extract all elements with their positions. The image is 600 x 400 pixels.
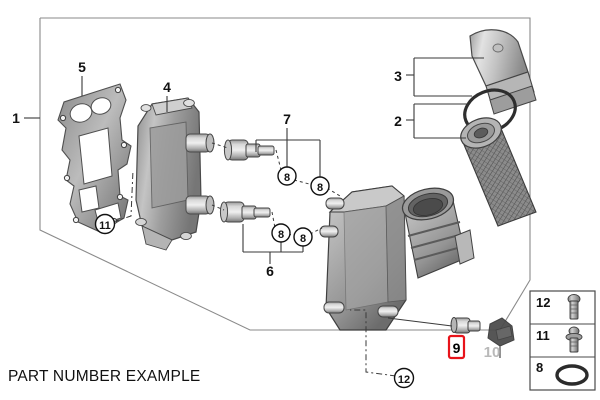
circle-8-a-label: 8 <box>284 172 290 184</box>
part-9-highlight-box[interactable] <box>447 334 466 360</box>
boss-lower-left <box>323 301 345 314</box>
gasket-window-center <box>78 127 113 185</box>
circle-8-d-label: 8 <box>300 233 306 245</box>
leader-lines <box>24 57 484 264</box>
pointer-8d2 <box>309 227 323 235</box>
fitting-upper-mouth <box>223 139 233 161</box>
sensor-barrel <box>467 320 481 332</box>
callout-2-label: 2 <box>394 113 402 129</box>
part-oil-cooler-gasket <box>57 83 132 233</box>
oil-cooler-port-upper <box>185 133 215 153</box>
housing-filter-bore <box>401 187 475 279</box>
gasket-window-lower <box>78 185 100 213</box>
callout-6-label: 6 <box>266 263 274 279</box>
callout-5-label: 5 <box>78 59 86 75</box>
pointer-cooler-upper <box>211 142 229 149</box>
circle-8-a: 8 <box>277 166 297 186</box>
part-oil-pressure-sensor <box>450 317 481 334</box>
circle-8-b-label: 8 <box>317 182 323 194</box>
sensor-thread-end <box>450 317 458 333</box>
oil-cooler-port-lower <box>185 195 215 215</box>
circle-12: 12 <box>393 367 415 389</box>
oil-cooler-mount-lug-tl <box>140 104 152 112</box>
part-coolant-fitting-lower <box>219 201 271 223</box>
part-9-label: 9 <box>453 340 461 356</box>
legend-row-11[interactable]: 11 <box>536 326 583 353</box>
oil-cooler-mount-lug-br <box>180 231 192 241</box>
page-title: PART NUMBER EXAMPLE <box>8 368 201 385</box>
part-oil-cooler <box>135 97 215 251</box>
pointer-8c <box>271 211 276 229</box>
fitting-lower-stem <box>253 207 271 218</box>
hex-bolt-icon <box>567 294 581 320</box>
legend-frame <box>529 290 596 391</box>
part-oil-filter-housing <box>319 185 475 331</box>
circle-8-c-label: 8 <box>278 229 284 241</box>
legend-row-12[interactable]: 12 <box>536 294 581 320</box>
highlighted-part-9[interactable]: 9 <box>447 334 466 360</box>
boss-lower-right <box>377 305 399 318</box>
boss-upper-left <box>325 197 345 210</box>
circle-8-d: 8 <box>293 227 313 247</box>
o-ring-icon <box>555 364 589 386</box>
callout-4-label: 4 <box>163 79 171 95</box>
connector-face <box>495 325 513 341</box>
legend-row-11-label: 11 <box>536 328 550 343</box>
pointer-cooler-lower <box>211 204 225 211</box>
fitting-lower-mouth <box>219 201 229 223</box>
legend-box: 12 11 8 <box>529 290 596 391</box>
pointer-12 <box>350 309 397 377</box>
part-coolant-fitting-upper <box>223 139 275 161</box>
filter-center-hole <box>473 127 489 139</box>
circle-8-b: 8 <box>310 176 330 196</box>
oil-cooler-bottom-flange <box>141 225 173 251</box>
circle-12-label: 12 <box>398 374 410 386</box>
flange-bolt-icon <box>565 326 583 353</box>
callout-3-label: 3 <box>394 68 402 84</box>
circle-11: 11 <box>94 213 116 235</box>
callout-7-label: 7 <box>283 111 291 127</box>
boss-mid-left <box>319 225 339 238</box>
callout-1-label: 1 <box>12 110 20 126</box>
circle-8-c: 8 <box>271 223 291 243</box>
circle-11-label: 11 <box>99 220 111 232</box>
legend-row-12-label: 12 <box>536 295 550 310</box>
housing-mount-bosses <box>319 197 399 318</box>
housing-right-panel <box>385 195 407 303</box>
oil-filter-element <box>460 117 537 227</box>
oil-cooler-mount-lug-tr <box>183 98 195 108</box>
part-sensor-connector <box>487 317 515 358</box>
pointer-8b2 <box>326 187 341 197</box>
bore-thread-2 <box>410 233 464 249</box>
legend-row-8[interactable]: 8 <box>536 360 589 386</box>
bore-cavity <box>412 198 444 216</box>
part-oil-filter-cap <box>469 29 537 115</box>
pointer-9 <box>387 317 453 327</box>
cap-center-stud <box>492 43 504 53</box>
gasket-port-upper2 <box>90 97 112 115</box>
fitting-upper-stem <box>257 145 275 156</box>
pointer-11 <box>112 169 134 223</box>
bore-thread-1 <box>407 221 461 237</box>
oil-cooler-top-flange <box>151 97 193 116</box>
bore-thread-3 <box>413 245 466 261</box>
circled-callouts: 8 8 8 8 11 12 <box>94 166 415 389</box>
pointer-lines <box>112 142 453 377</box>
bore-bracket <box>454 229 475 265</box>
oil-cooler-mount-lug-bl <box>135 217 147 227</box>
legend-row-8-label: 8 <box>536 360 543 375</box>
callout-10-label: 10 <box>484 344 501 361</box>
